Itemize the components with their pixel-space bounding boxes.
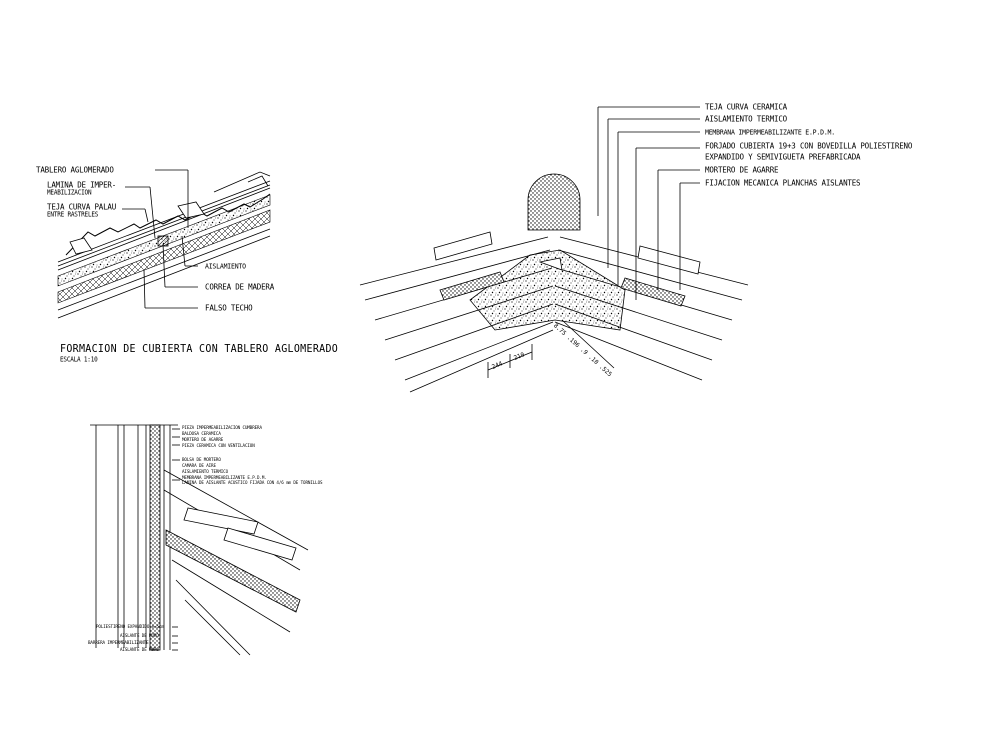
- label-c-top-8: MEMBRANA IMPERMEABILIZANTE E.P.D.M.: [182, 475, 267, 480]
- detail-a-scale: ESCALA 1:10: [60, 356, 98, 364]
- detail-a-drawing: [57, 169, 271, 319]
- label-teja-line1: TEJA CURVA PALAU: [47, 201, 117, 212]
- label-forjado-line1: FORJADO CUBIERTA 19+3 CON BOVEDILLA POLI…: [705, 140, 913, 151]
- label-c-top-3: PIEZA CERAMICA CON VENTILACION: [182, 443, 255, 448]
- detail-a-title: FORMACION DE CUBIERTA CON TABLERO AGLOME…: [60, 343, 339, 356]
- label-c-top-9: LAMINA DE AISLANTE ACUSTICO FIJADA CON 4…: [182, 480, 323, 485]
- label-teja-curva-ceramica: TEJA CURVA CERAMICA: [705, 101, 787, 112]
- label-falso-techo: FALSO TECHO: [205, 302, 253, 313]
- label-c-bottom-2: BARRERA IMPERMEABILIZANTE: [88, 640, 149, 645]
- label-c-top-5: BOLSA DE MORTERO: [182, 457, 221, 462]
- label-tablero-aglomerado: TABLERO AGLOMERADO: [36, 164, 114, 175]
- label-c-top-6: CAMARA DE AIRE: [182, 463, 216, 468]
- label-correa-madera: CORREA DE MADERA: [205, 281, 275, 292]
- label-mortero-agarre: MORTERO DE AGARRE: [705, 164, 779, 175]
- label-lamina-line2: MEABILIZACION: [47, 189, 92, 197]
- label-aislamiento-a: AISLAMIENTO: [205, 262, 246, 271]
- label-forjado-line2: EXPANDIDO Y SEMIVIGUETA PREFABRICADA: [705, 151, 861, 162]
- label-c-bottom-0: POLIESTIRENO EXPANDIDO e=5cm: [96, 624, 164, 629]
- label-c-bottom-1: AISLANTE DE MURO: [120, 633, 159, 638]
- label-lamina-line1: LAMINA DE IMPER-: [47, 179, 117, 190]
- label-c-top-1: BALDOSA CERAMICA: [182, 431, 221, 436]
- label-c-top-0: PIEZA IMPERMEABILIZACION CUMBRERA: [182, 425, 262, 430]
- label-membrana-epdm: MEMBRANA IMPERMEABILIZANTE E.P.D.M.: [705, 128, 835, 137]
- detail-c-drawing: [90, 424, 309, 656]
- label-aislamiento-termico: AISLAMIENTO TERMICO: [705, 113, 787, 124]
- label-teja-line2: ENTRE RASTRELES: [47, 211, 99, 219]
- label-c-bottom-3: AISLANTE DE MURO: [120, 647, 159, 652]
- label-c-top-2: MORTERO DE AGARRE: [182, 437, 224, 442]
- detail-b-drawing: [359, 106, 749, 393]
- label-fijacion-mecanica: FIJACION MECANICA PLANCHAS AISLANTES: [705, 177, 861, 188]
- label-c-top-7: AISLAMIENTO TERMICO: [182, 469, 229, 474]
